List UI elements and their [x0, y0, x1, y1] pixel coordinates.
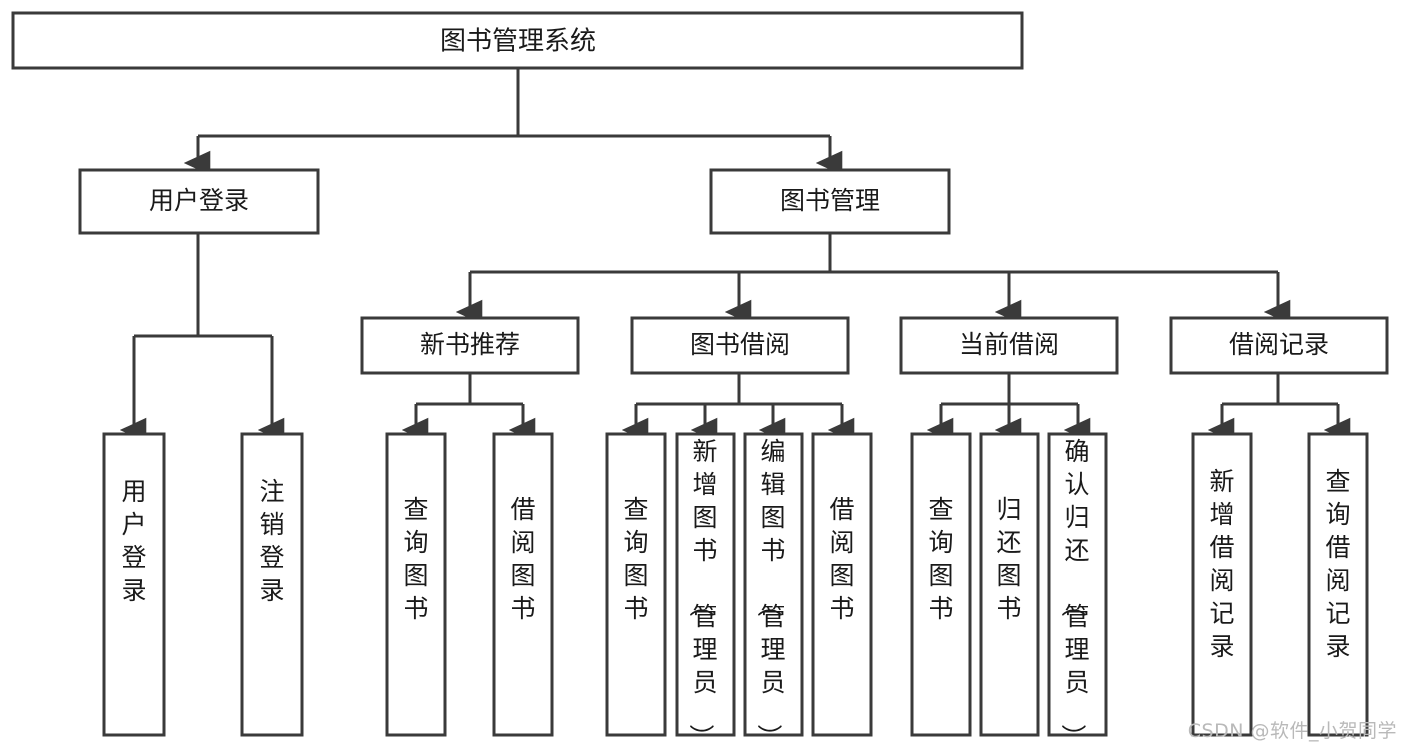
- leaf-node-logout[interactable]: 注销登录: [240, 432, 304, 737]
- node-borrow-record-box[interactable]: [1169, 316, 1389, 375]
- leaf-node-nbr-borrow-book-label: 借阅图书: [510, 495, 535, 623]
- node-book-manage-label: 图书管理: [780, 186, 880, 215]
- leaf-node-user-login-label: 用户登录: [121, 477, 146, 605]
- node-user-login[interactable]: 用户登录: [78, 168, 320, 235]
- node-new-book-recommend-box[interactable]: [360, 316, 580, 375]
- node-root-box[interactable]: [11, 11, 1024, 70]
- leaf-node-br-query-record-label: 查询借阅记录: [1325, 467, 1350, 661]
- connectors-new-book-recommend-to-leaves: [416, 373, 523, 430]
- leaf-node-br-add-record-label: 新增借阅记录: [1209, 467, 1234, 661]
- leaf-node-br-add-record-box[interactable]: [1191, 432, 1253, 737]
- node-book-manage-box[interactable]: [709, 168, 951, 235]
- leaf-node-logout-box[interactable]: [240, 432, 304, 737]
- node-user-login-label: 用户登录: [149, 186, 249, 215]
- node-root[interactable]: 图书管理系统: [11, 11, 1024, 70]
- node-new-book-recommend[interactable]: 新书推荐: [360, 316, 580, 375]
- connectors-current-borrow-to-leaves: [941, 373, 1078, 430]
- leaf-node-cb-return-book-box[interactable]: [979, 432, 1040, 737]
- node-root-label: 图书管理系统: [440, 27, 596, 57]
- node-new-book-recommend-label: 新书推荐: [420, 330, 520, 359]
- leaf-node-cb-query-book-label: 查询图书: [928, 495, 953, 623]
- leaf-node-cb-confirm-return-box[interactable]: [1047, 432, 1108, 737]
- leaf-node-bb-query-book-label: 查询图书: [623, 495, 648, 623]
- node-current-borrow[interactable]: 当前借阅: [899, 316, 1119, 375]
- leaf-node-bb-borrow-book-box[interactable]: [811, 432, 873, 737]
- leaf-node-nbr-query-book-label: 查询图书: [403, 495, 428, 623]
- node-book-borrow[interactable]: 图书借阅: [630, 316, 850, 375]
- leaf-node-cb-return-book-label: 归还图书: [996, 495, 1021, 623]
- leaf-node-nbr-query-book-box[interactable]: [385, 432, 447, 737]
- node-book-manage[interactable]: 图书管理: [709, 168, 951, 235]
- leaf-node-logout-label: 注销登录: [259, 477, 284, 605]
- connectors-book-manage-to-level3: [470, 233, 1278, 312]
- leaf-node-bb-query-book[interactable]: 查询图书: [605, 432, 667, 737]
- leaf-node-bb-borrow-book[interactable]: 借阅图书: [811, 432, 873, 737]
- leaf-node-cb-confirm-return[interactable]: 确认归还（管理员）: [1047, 432, 1108, 747]
- leaf-node-bb-edit-book-box[interactable]: [743, 432, 804, 737]
- leaf-node-cb-confirm-return-label: 确认归还（管理员）: [1058, 437, 1089, 747]
- leaf-node-cb-query-book[interactable]: 查询图书: [910, 432, 972, 737]
- node-current-borrow-box[interactable]: [899, 316, 1119, 375]
- leaf-node-cb-return-book[interactable]: 归还图书: [979, 432, 1040, 737]
- leaf-node-cb-query-book-box[interactable]: [910, 432, 972, 737]
- leaf-node-user-login-box[interactable]: [102, 432, 166, 737]
- leaf-node-nbr-borrow-book-box[interactable]: [492, 432, 554, 737]
- node-book-borrow-label: 图书借阅: [690, 330, 790, 359]
- connectors-borrow-record-to-leaves: [1222, 373, 1338, 430]
- node-user-login-box[interactable]: [78, 168, 320, 235]
- leaf-node-bb-add-book-box[interactable]: [675, 432, 736, 737]
- leaf-node-bb-borrow-book-label: 借阅图书: [829, 495, 854, 623]
- node-borrow-record[interactable]: 借阅记录: [1169, 316, 1389, 375]
- leaf-node-bb-add-book[interactable]: 新增图书（管理员）: [675, 432, 736, 747]
- leaf-node-user-login[interactable]: 用户登录: [102, 432, 166, 737]
- node-current-borrow-label: 当前借阅: [959, 330, 1059, 359]
- leaf-node-bb-edit-book[interactable]: 编辑图书（管理员）: [743, 432, 804, 747]
- leaf-node-br-query-record-box[interactable]: [1307, 432, 1369, 737]
- leaf-node-bb-edit-book-label: 编辑图书（管理员）: [754, 437, 785, 747]
- leaf-node-nbr-borrow-book[interactable]: 借阅图书: [492, 432, 554, 737]
- leaf-node-nbr-query-book[interactable]: 查询图书: [385, 432, 447, 737]
- leaf-node-br-query-record[interactable]: 查询借阅记录: [1307, 432, 1369, 737]
- node-borrow-record-label: 借阅记录: [1229, 330, 1329, 359]
- leaf-node-bb-query-book-box[interactable]: [605, 432, 667, 737]
- node-book-borrow-box[interactable]: [630, 316, 850, 375]
- leaf-node-br-add-record[interactable]: 新增借阅记录: [1191, 432, 1253, 737]
- connectors-book-borrow-to-leaves: [636, 373, 842, 430]
- connectors-user-login-to-leaves: [134, 233, 272, 430]
- connectors-root-to-level2: [198, 68, 830, 163]
- leaf-node-bb-add-book-label: 新增图书（管理员）: [686, 437, 717, 747]
